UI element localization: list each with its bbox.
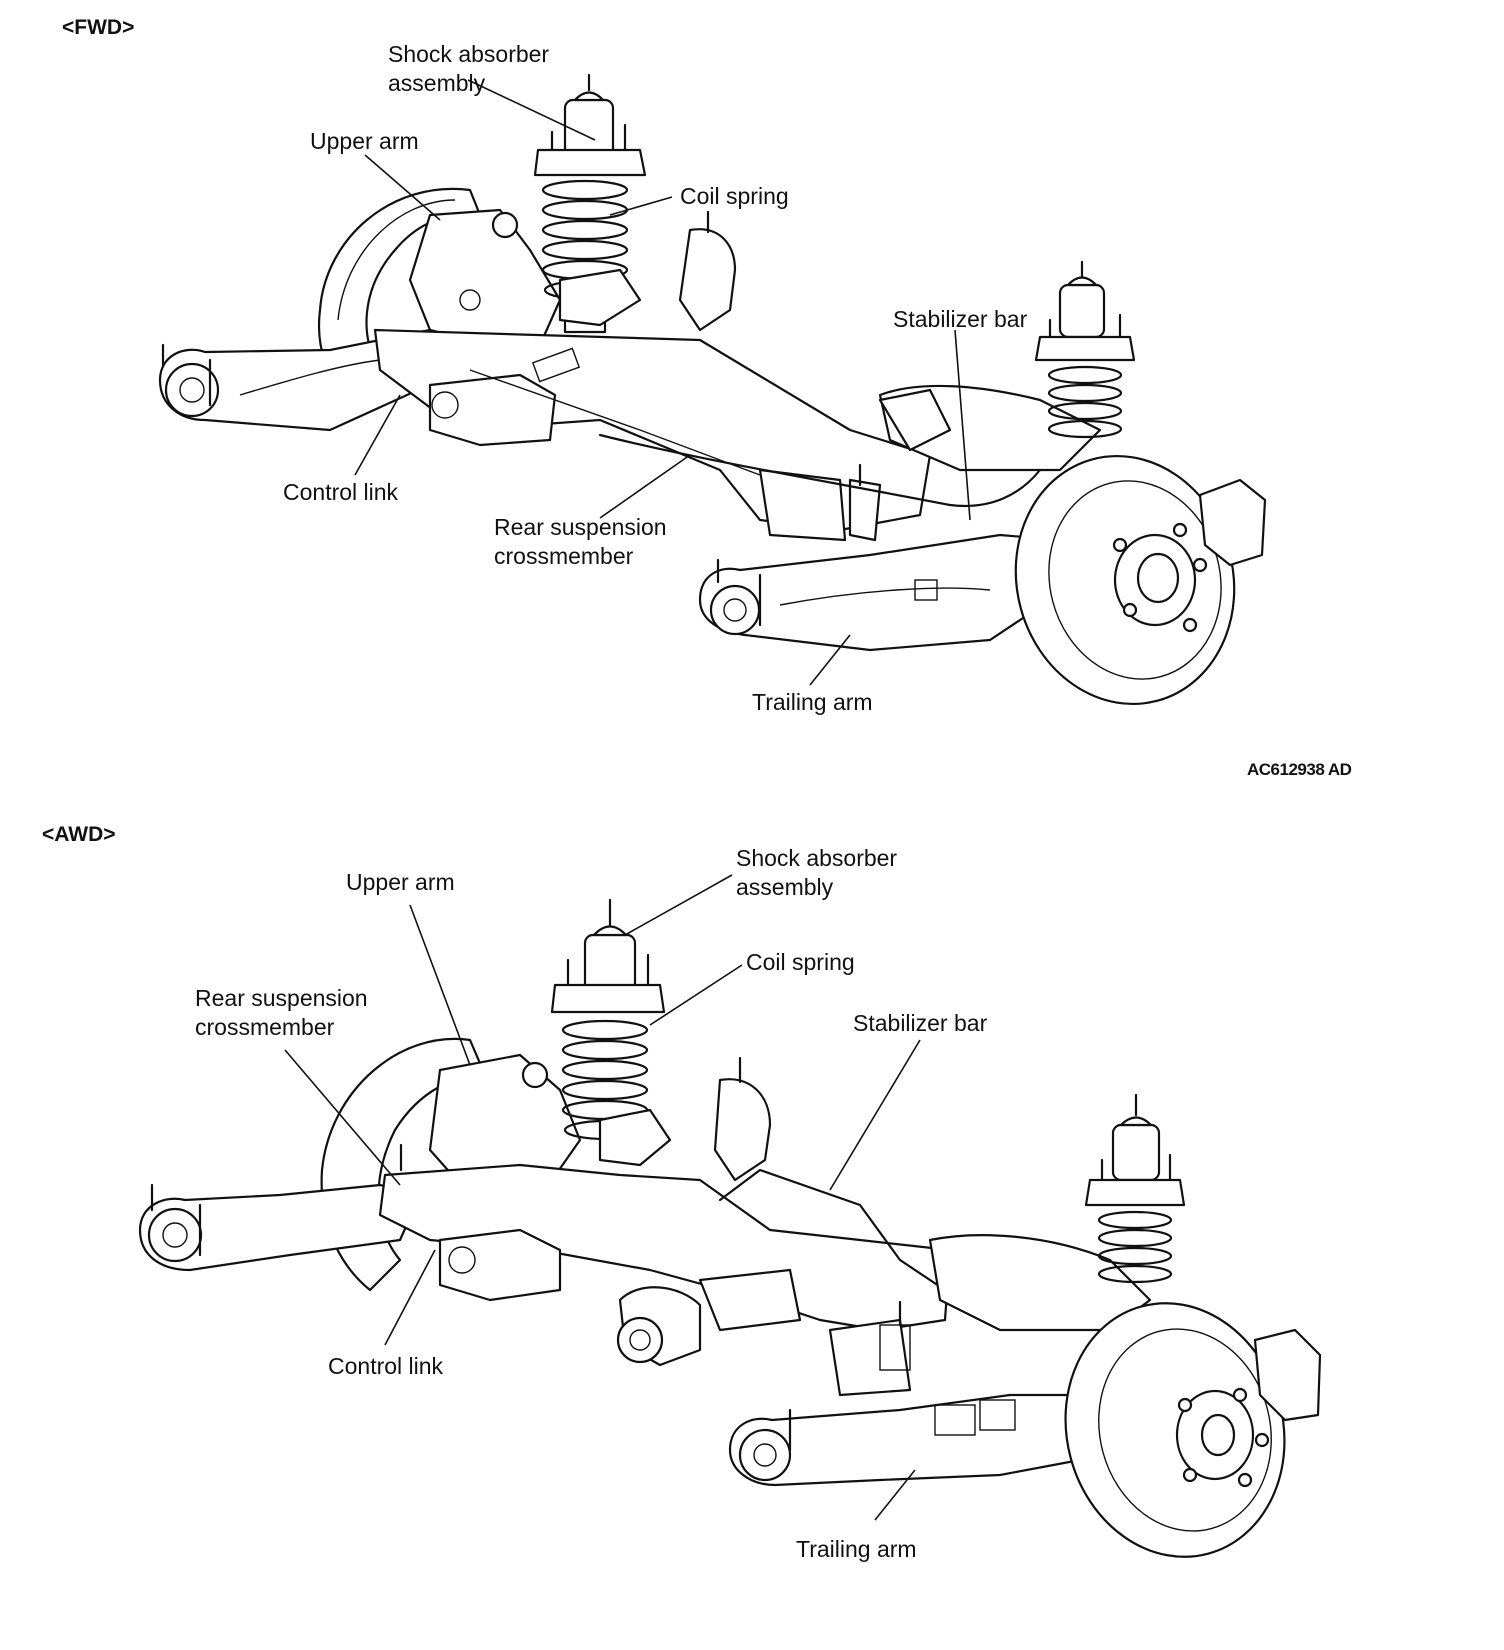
awd-leader-upper-arm xyxy=(409,904,471,1066)
awd-section-header: <AWD> xyxy=(42,823,116,846)
fwd-left-shock-absorber xyxy=(533,73,647,177)
fwd-label-trailing-arm: Trailing arm xyxy=(752,689,873,715)
awd-leader-shock xyxy=(624,874,733,936)
awd-label-shock-absorber: Shock absorber assembly xyxy=(736,845,898,900)
fwd-label-upper-arm: Upper arm xyxy=(310,128,419,154)
fwd-leader-crossmember xyxy=(599,454,691,519)
awd-right-shock-absorber xyxy=(1084,1093,1186,1207)
awd-label-crossmember: Rear suspension crossmember xyxy=(195,985,368,1040)
fwd-label-stabilizer-bar: Stabilizer bar xyxy=(893,306,1028,332)
fwd-leader-stabilizer xyxy=(954,329,971,521)
figure-code: AC612938 AD xyxy=(1247,760,1352,779)
awd-label-upper-arm: Upper arm xyxy=(346,869,455,895)
awd-label-coil-spring: Coil spring xyxy=(746,949,855,975)
awd-left-shock-absorber xyxy=(550,898,666,1014)
fwd-label-control-link: Control link xyxy=(283,479,399,505)
fwd-label-coil-spring: Coil spring xyxy=(680,183,789,209)
awd-leader-crossmember xyxy=(284,1049,401,1186)
fwd-leader-trailing-arm xyxy=(809,634,851,686)
awd-leader-control-link xyxy=(384,1249,436,1346)
fwd-leader-upper-arm xyxy=(364,154,441,221)
fwd-leader-shock xyxy=(467,79,596,141)
fwd-section-header: <FWD> xyxy=(62,16,135,39)
awd-leader-trailing-arm xyxy=(874,1469,916,1521)
fwd-right-trailing-arm xyxy=(698,533,1062,652)
fwd-right-shock-absorber xyxy=(1034,260,1136,362)
fwd-stabilizer-bar xyxy=(598,433,1042,507)
awd-leader-stabilizer xyxy=(829,1039,921,1191)
fwd-label-crossmember: Rear suspension crossmember xyxy=(494,514,667,569)
awd-label-stabilizer-bar: Stabilizer bar xyxy=(853,1010,988,1036)
fwd-label-shock-absorber: Shock absorber assembly xyxy=(388,41,550,96)
awd-left-backing-plate xyxy=(320,1037,487,1292)
awd-right-coil-spring xyxy=(1097,1210,1173,1284)
fwd-leader-control-link xyxy=(354,394,401,476)
fwd-leader-coil xyxy=(609,196,673,216)
awd-label-trailing-arm: Trailing arm xyxy=(796,1536,917,1562)
fwd-right-coil-spring xyxy=(1047,365,1123,439)
awd-stabilizer-bar xyxy=(718,1168,962,1302)
awd-right-brake-disc xyxy=(1064,1302,1322,1558)
awd-leader-coil xyxy=(649,964,743,1026)
awd-label-control-link: Control link xyxy=(328,1353,444,1379)
fwd-right-brake-disc xyxy=(1014,454,1267,706)
